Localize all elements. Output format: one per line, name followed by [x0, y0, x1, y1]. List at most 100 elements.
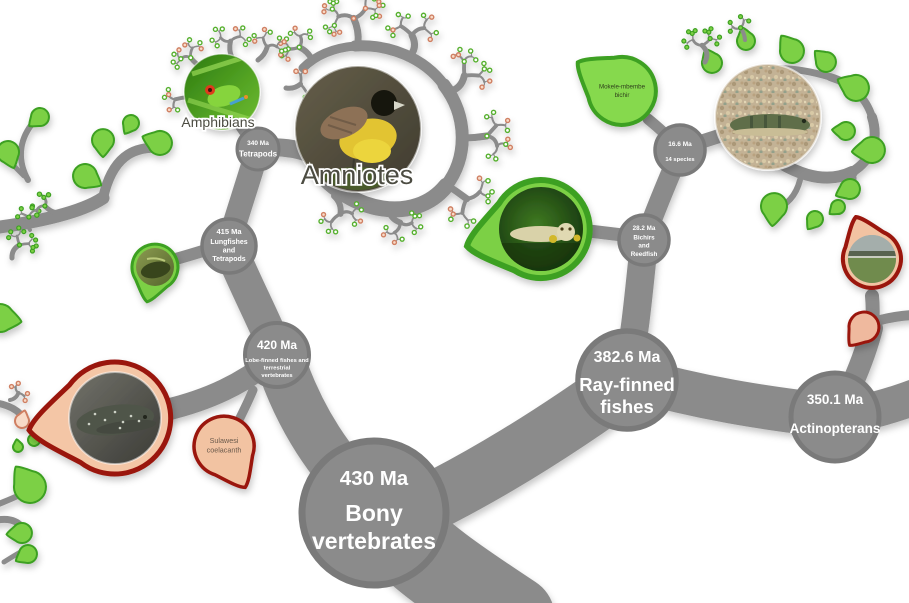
- node-age: 382.6 Ma: [594, 349, 661, 366]
- twig: [460, 132, 491, 142]
- twig: [16, 230, 22, 237]
- leaf: [371, 0, 377, 2]
- leaf: [26, 214, 32, 220]
- cluster-arc: [298, 41, 360, 73]
- leaf: [33, 237, 39, 243]
- leaf: [34, 212, 40, 218]
- leaf: [91, 128, 115, 159]
- leaf-mokele-mbembe[interactable]: Mokele-mbembe bichir: [559, 34, 669, 138]
- leaf: [329, 6, 336, 12]
- twig: [261, 36, 269, 49]
- leaf: [15, 380, 21, 386]
- leaf: [176, 47, 182, 53]
- leaf: [485, 177, 491, 184]
- twig: [351, 212, 357, 221]
- leaf: [450, 53, 456, 60]
- leaf: [330, 0, 337, 6]
- leaf: [485, 153, 492, 159]
- leaf: [198, 45, 204, 52]
- node-lungfishes-and-tetrapods[interactable]: 415 Ma Lungfishes and Tetrapods: [200, 217, 258, 275]
- photo-amphibians-group[interactable]: [183, 53, 261, 131]
- leaf: [161, 94, 168, 101]
- leaf: [174, 64, 180, 70]
- photo-ring: [183, 53, 261, 131]
- twig: [172, 98, 177, 109]
- leaf: [485, 198, 491, 205]
- leaf-lungfish[interactable]: [125, 240, 183, 307]
- leaf: [714, 41, 720, 47]
- leaf: [737, 14, 744, 20]
- twig: [399, 16, 404, 28]
- node-tetrapods[interactable]: 340 Ma Tetrapods: [235, 126, 281, 172]
- leaf: [727, 28, 733, 34]
- leaf: [278, 48, 285, 54]
- leaf: [8, 383, 15, 390]
- leaf: [681, 38, 687, 44]
- leaf: [701, 47, 723, 74]
- leaf: [41, 194, 47, 200]
- twig: [255, 44, 270, 63]
- leaf-small-salmon[interactable]: [838, 306, 885, 355]
- node-lobe-finned-fishes[interactable]: 420 Ma Lobe-finned fishes and terrestria…: [243, 321, 311, 389]
- leaf: [737, 25, 744, 31]
- node-name: Lobe-finned fishes and: [245, 358, 309, 364]
- leaf: [806, 210, 824, 231]
- leaf-shape: [847, 310, 881, 347]
- twig: [411, 221, 418, 230]
- photo-ring: [714, 63, 822, 171]
- leaf: [351, 221, 358, 227]
- leaf: [251, 32, 257, 39]
- leaf: [485, 193, 491, 199]
- node-polypterus-species[interactable]: 16.6 Ma 14 species: [653, 123, 707, 177]
- twig: [8, 390, 21, 402]
- leaf: [476, 175, 483, 182]
- twig: [386, 231, 396, 235]
- leaf-reedfish[interactable]: [456, 170, 600, 294]
- photo-bichir-group[interactable]: [714, 63, 822, 171]
- twig: [239, 35, 246, 42]
- leaf: [395, 11, 402, 18]
- leaf-landscape[interactable]: [829, 207, 909, 297]
- node-bichirs-and-reedfish[interactable]: 28.2 Ma Bichirs and Reedfish: [617, 213, 671, 267]
- leaf: [380, 232, 387, 238]
- twig: [385, 205, 404, 226]
- amphibians-photo-detail: [187, 55, 253, 123]
- leaf: [484, 133, 490, 139]
- leaf: [390, 27, 396, 33]
- leaf: [178, 56, 184, 62]
- node-age: 340 Ma: [247, 140, 269, 147]
- leaf-coelacanth[interactable]: [21, 355, 178, 486]
- leaf: [166, 107, 172, 113]
- twig: [218, 30, 222, 39]
- leaf: [692, 28, 698, 34]
- leaf-sulawesi-coelacanth[interactable]: Sulawesi coelacanth: [184, 406, 272, 501]
- node-name: Bony: [345, 500, 403, 526]
- node-age: 430 Ma: [340, 467, 409, 490]
- photo-ring: [294, 65, 422, 193]
- node-actinopterans[interactable]: 350.1 Ma Actinopterans: [788, 370, 882, 464]
- leaf: [450, 211, 456, 217]
- photo-amniotes-group[interactable]: [294, 65, 422, 199]
- leaf: [214, 43, 220, 49]
- twig: [350, 14, 362, 47]
- leaf: [447, 206, 454, 212]
- leaf: [22, 397, 28, 404]
- twig: [27, 238, 33, 245]
- leaf: [307, 34, 314, 41]
- leaf-label: Sulawesi: [210, 436, 239, 445]
- leaf: [174, 107, 181, 113]
- leaf: [503, 141, 509, 148]
- leaf: [320, 211, 327, 218]
- leaf: [481, 66, 488, 72]
- leaf: [8, 229, 14, 235]
- twig: [329, 220, 334, 230]
- twig: [393, 231, 399, 241]
- twig: [392, 220, 402, 235]
- leaf: [171, 51, 177, 57]
- node-ray-finned-fishes[interactable]: 382.6 Ma Ray-finned fishes: [575, 328, 679, 432]
- leaf: [240, 25, 246, 31]
- node-bony-vertebrates[interactable]: 430 Ma Bony vertebrates: [298, 437, 450, 589]
- leaf: [412, 213, 418, 219]
